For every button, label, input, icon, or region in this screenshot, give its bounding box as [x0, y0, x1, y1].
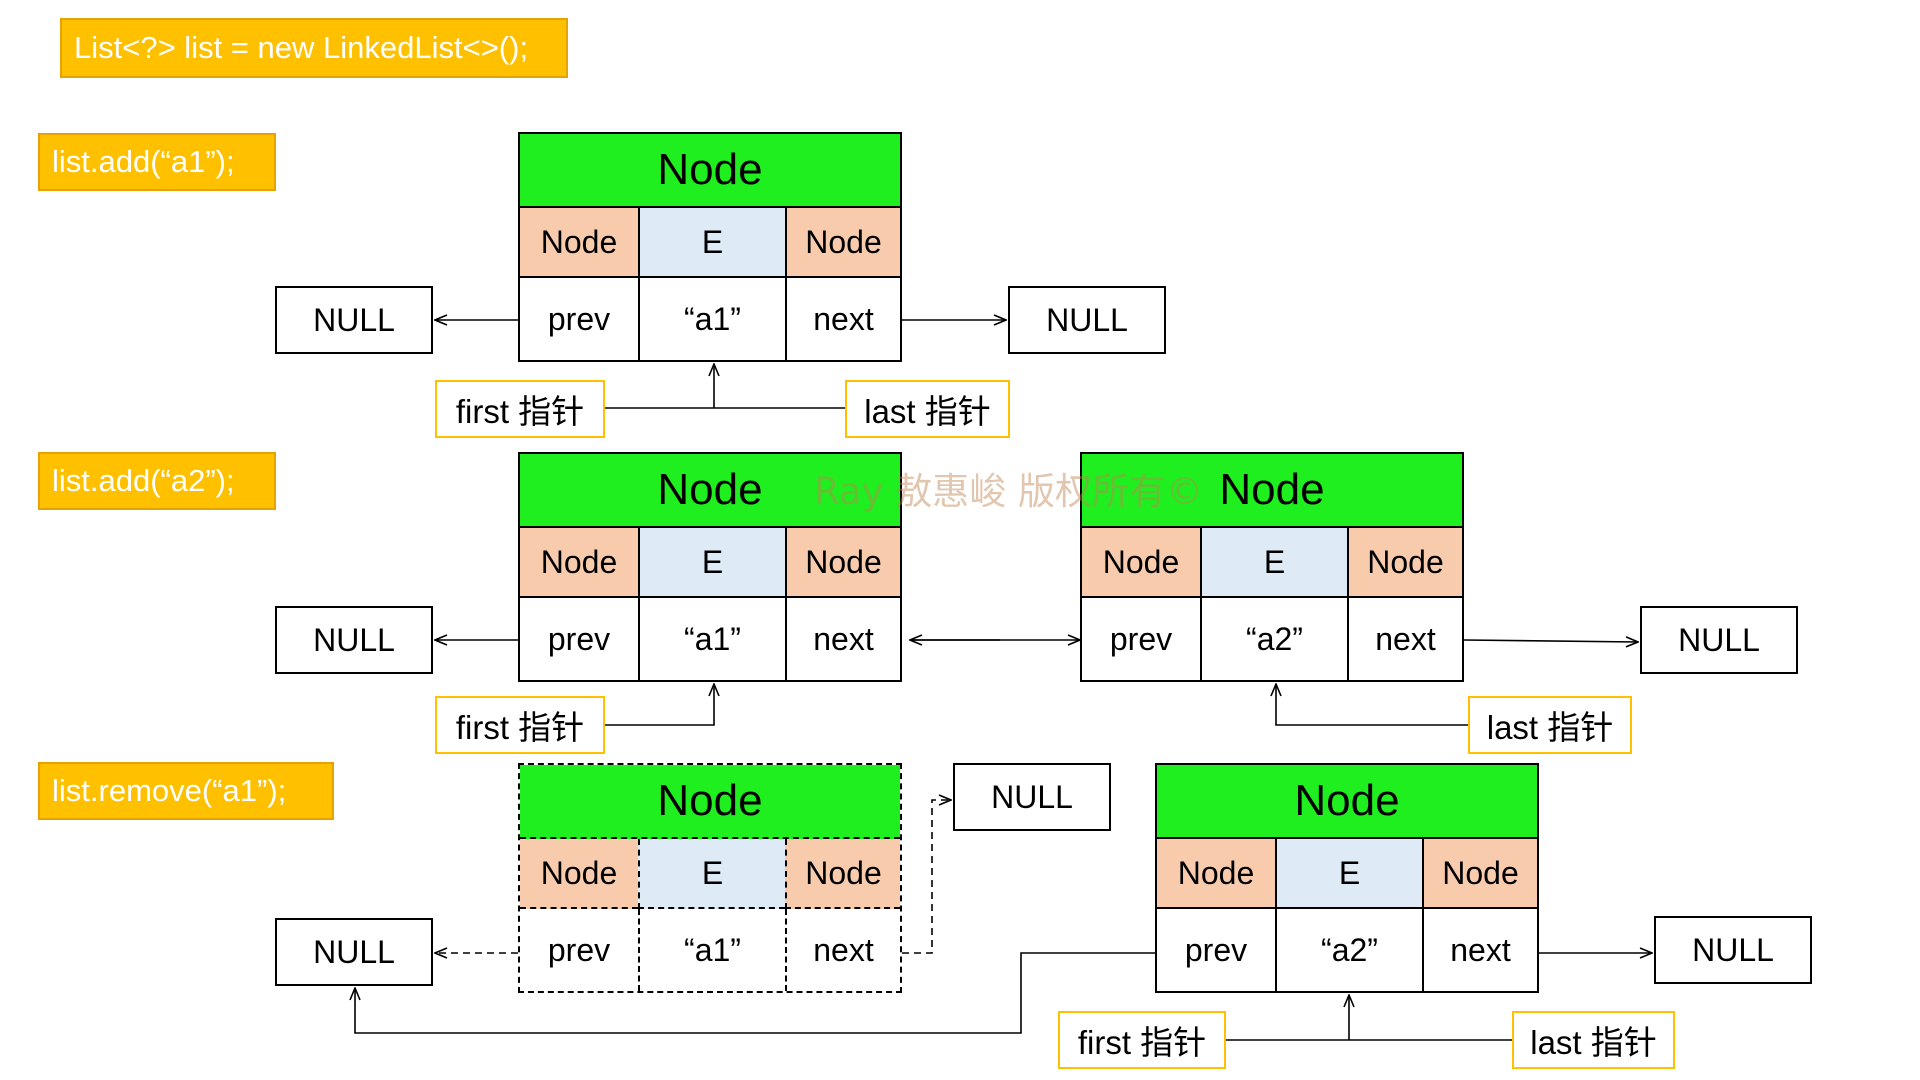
next-type-cell: Node [785, 208, 900, 278]
node-a1-step1: Node Node E Node prev “a1” next [518, 132, 902, 362]
node-title: Node [520, 134, 900, 208]
first-pointer-arrow [605, 684, 714, 726]
node-title: Node [520, 454, 900, 528]
node-a1-step2: Node Node E Node prev “a1” next [518, 452, 902, 682]
next-cell: next [785, 278, 900, 360]
prev-type-cell: Node [520, 528, 638, 598]
next-type-cell: Node [1347, 528, 1462, 598]
null-box: NULL [275, 606, 433, 674]
elem-type-cell: E [638, 839, 785, 909]
next-type-cell: Node [785, 839, 900, 909]
node-title: Node [520, 765, 900, 839]
prev-type-cell: Node [1082, 528, 1200, 598]
prev-type-cell: Node [520, 208, 638, 278]
next-to-null-arrow [1463, 640, 1638, 642]
watermark: Ray 敖惠峻 版权所有© [814, 470, 1203, 513]
code-add-a2: list.add(“a2”); [38, 452, 276, 510]
elem-type-cell: E [1200, 528, 1347, 598]
value-cell: “a2” [1275, 909, 1422, 991]
code-add-a1: list.add(“a1”); [38, 133, 276, 191]
prev-cell: prev [547, 300, 611, 337]
null-box: NULL [1654, 916, 1812, 984]
prev-cell: prev [547, 931, 611, 968]
node-title: Node [1082, 454, 1462, 528]
code-create-list: List<?> list = new LinkedList<>(); [60, 18, 568, 78]
prev-type-cell: Node [1157, 839, 1275, 909]
node-title: Node [1157, 765, 1537, 839]
code-remove-a1: list.remove(“a1”); [38, 762, 334, 820]
prev-cell: prev [1184, 931, 1248, 968]
removed-next-arrow [902, 800, 951, 954]
value-cell: “a1” [638, 278, 785, 360]
next-type-cell: Node [1422, 839, 1537, 909]
value-cell: “a1” [638, 909, 785, 991]
prev-to-null-arrow [355, 952, 1155, 1034]
next-cell: next [1347, 598, 1462, 680]
prev-type-cell: Node [520, 839, 638, 909]
node-a2-step3: Node Node E Node prev “a2” next [1155, 763, 1539, 993]
null-box: NULL [953, 763, 1111, 831]
next-cell: next [1422, 909, 1537, 991]
last-pointer-label: last 指针 [845, 380, 1010, 438]
last-pointer-label: last 指针 [1468, 696, 1632, 754]
null-box: NULL [1640, 606, 1798, 674]
node-a2-step2: Node Node E Node prev “a2” next [1080, 452, 1464, 682]
first-pointer-label: first 指针 [435, 380, 605, 438]
next-cell: next [785, 909, 900, 991]
prev-cell: prev [1109, 620, 1173, 657]
node-a1-removed: Node Node E Node prev “a1” next [518, 763, 902, 993]
next-cell: next [785, 598, 900, 680]
last-pointer-arrow [1276, 684, 1468, 726]
first-pointer-label: first 指针 [435, 696, 605, 754]
null-box: NULL [1008, 286, 1166, 354]
last-pointer-label: last 指针 [1512, 1011, 1675, 1069]
null-box: NULL [275, 918, 433, 986]
prev-cell: prev [547, 620, 611, 657]
elem-type-cell: E [638, 208, 785, 278]
first-pointer-label: first 指针 [1058, 1011, 1226, 1069]
next-type-cell: Node [785, 528, 900, 598]
value-cell: “a1” [638, 598, 785, 680]
elem-type-cell: E [638, 528, 785, 598]
null-box: NULL [275, 286, 433, 354]
elem-type-cell: E [1275, 839, 1422, 909]
value-cell: “a2” [1200, 598, 1347, 680]
